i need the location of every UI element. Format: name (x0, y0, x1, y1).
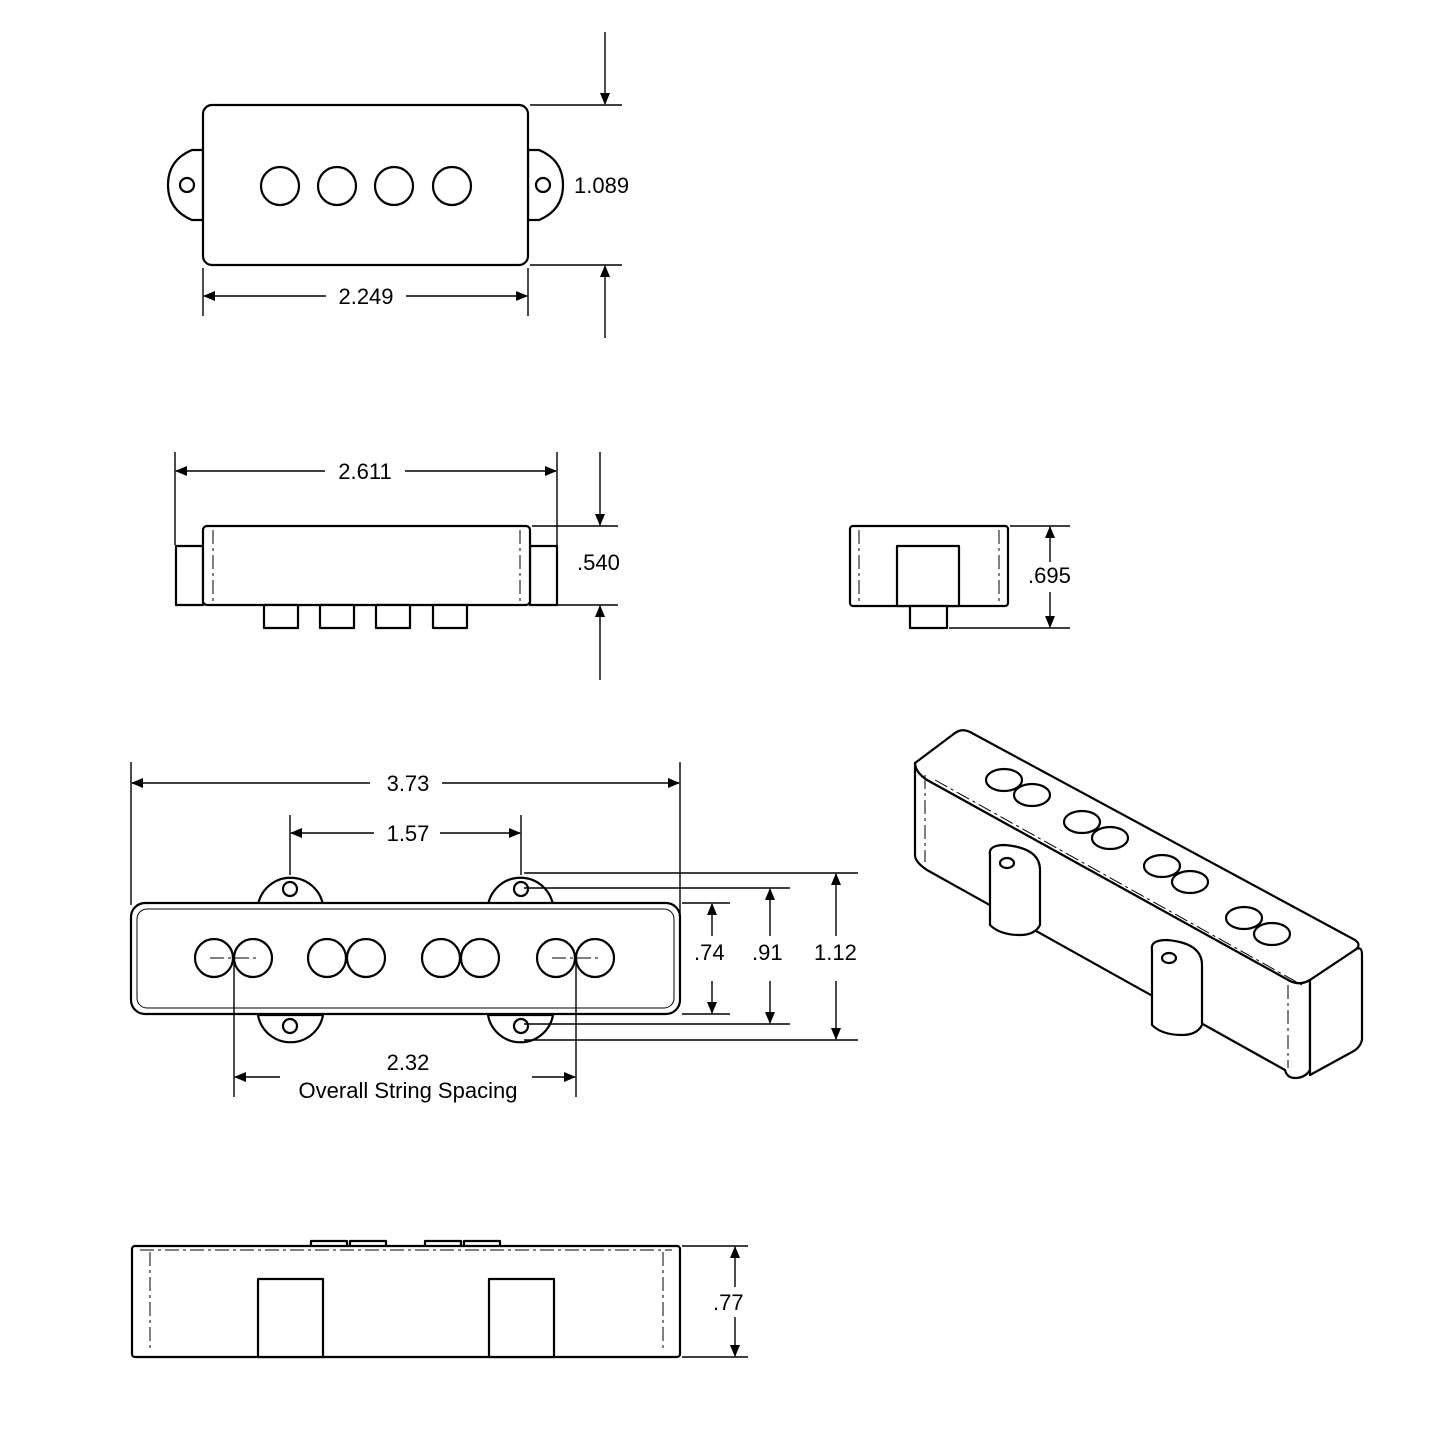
mounting-hole (512, 1017, 530, 1035)
pole-piece (420, 937, 462, 979)
p-bass-side-height-label: .540 (577, 550, 620, 575)
right-mounting-hole (534, 176, 552, 194)
j-bass-side-view: .77 (130, 1239, 748, 1359)
side-mount-block (256, 1277, 325, 1359)
j-bass-total-width-label: 1.12 (814, 940, 857, 965)
pole-piece (459, 937, 501, 979)
p-bass-top-view: 1.089 2.249 (166, 32, 629, 338)
iso-pole-piece (1090, 825, 1130, 851)
mounting-hole (512, 880, 530, 898)
j-bass-isometric-view (913, 729, 1364, 1080)
mounting-hole (281, 1017, 299, 1035)
p-bass-cover (201, 103, 530, 267)
end-mount-block (895, 544, 961, 608)
j-bass-side-height-label: .77 (713, 1290, 744, 1315)
j-bass-side-body (130, 1244, 682, 1359)
iso-pole-piece (1142, 853, 1182, 879)
iso-mounting-tab (988, 843, 1042, 937)
j-bass-string-spacing-label: 2.32 (387, 1050, 430, 1075)
p-bass-end-view: .695 (848, 524, 1071, 630)
p-bass-height-label: 1.089 (574, 173, 629, 198)
pole-piece (306, 937, 348, 979)
pole-piece (373, 165, 415, 207)
p-bass-end-height-label: .695 (1028, 563, 1071, 588)
iso-pole-piece (1224, 905, 1264, 931)
side-ear (174, 544, 205, 607)
left-mounting-hole (178, 176, 196, 194)
iso-pole-piece (1062, 809, 1102, 835)
p-bass-side-width-label: 2.611 (338, 459, 391, 484)
p-bass-side-view: 2.611 .540 (174, 452, 620, 680)
j-bass-cover-width-label: .74 (694, 940, 725, 965)
p-bass-width-label: 2.249 (338, 284, 393, 309)
j-bass-top-view: 3.73 1.57 2.32 Overall String Spacing (129, 762, 858, 1103)
pole-stub (431, 603, 469, 630)
pole-piece (431, 165, 473, 207)
pole-stub (318, 603, 356, 630)
iso-pole-piece (984, 767, 1024, 793)
iso-pole-piece (1170, 869, 1210, 895)
pole-piece (259, 165, 301, 207)
iso-end-face (1308, 947, 1364, 1077)
iso-pole-piece (1252, 921, 1292, 947)
end-pole-stub (908, 604, 949, 630)
pole-stub (262, 603, 300, 630)
side-ear (528, 544, 559, 607)
pole-stub (374, 603, 412, 630)
pole-piece (345, 937, 387, 979)
iso-pole-piece (1012, 782, 1052, 808)
iso-front-face (913, 761, 1312, 1080)
j-bass-string-spacing-caption: Overall String Spacing (299, 1078, 518, 1103)
j-bass-length-label: 3.73 (387, 771, 430, 796)
mounting-hole (281, 880, 299, 898)
side-mount-block (487, 1277, 556, 1359)
pole-piece (316, 165, 358, 207)
j-bass-mount-spacing-label: 1.57 (387, 821, 430, 846)
p-bass-side-body (201, 524, 532, 607)
iso-mounting-tab (1150, 938, 1204, 1037)
j-bass-ear-width-label: .91 (752, 940, 783, 965)
j-bass-cover (129, 901, 682, 1016)
